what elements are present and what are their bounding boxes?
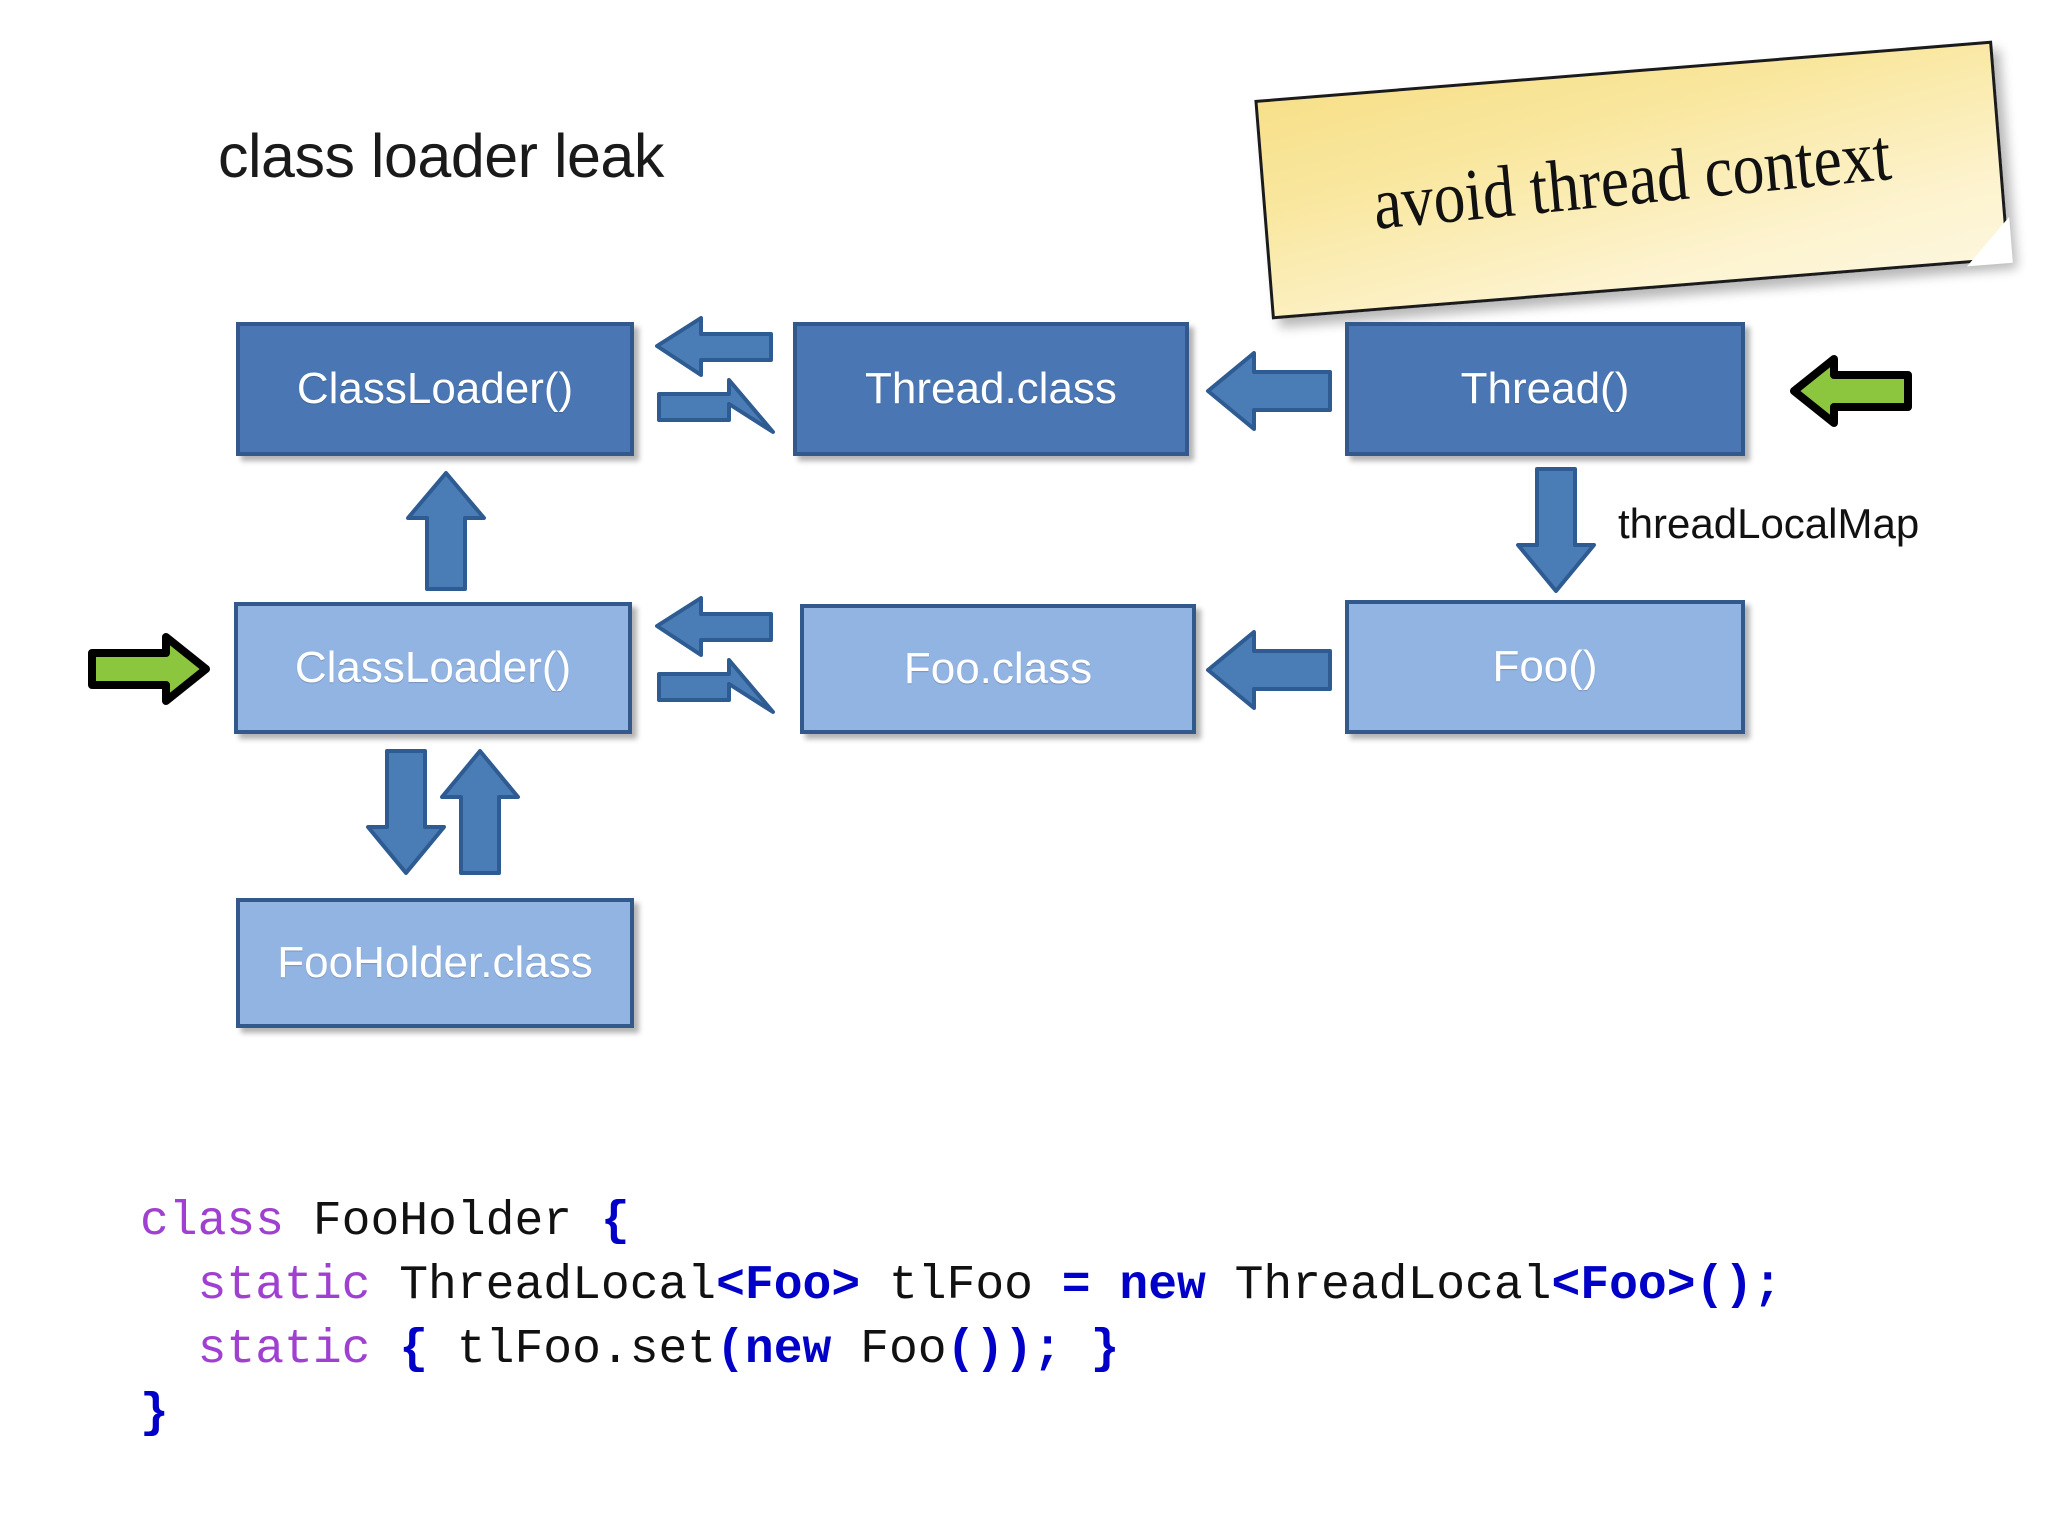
box-label: Thread() — [1460, 364, 1630, 413]
box-foo-class[interactable]: Foo.class — [800, 604, 1196, 734]
box-fooholder-class[interactable]: FooHolder.class — [236, 898, 634, 1028]
arrow-classloader-bottom-to-top — [400, 470, 492, 592]
code-token: ()); } — [946, 1323, 1120, 1377]
box-label: ClassLoader() — [294, 643, 572, 692]
sticky-note-fold-icon — [1963, 216, 2013, 267]
label-threadlocalmap: threadLocalMap — [1618, 500, 1919, 548]
code-token: tlFoo — [860, 1259, 1062, 1313]
arrow-thread-to-thread-class — [1205, 345, 1333, 437]
code-line: class FooHolder { — [140, 1190, 1782, 1254]
code-token: { — [600, 1195, 630, 1249]
code-token: ThreadLocal — [1234, 1259, 1552, 1313]
code-token: <Foo> — [716, 1259, 861, 1313]
code-token: FooHolder — [312, 1195, 601, 1249]
box-label: ClassLoader() — [296, 364, 574, 413]
box-thread-instance[interactable]: Thread() — [1345, 322, 1745, 456]
code-token: static — [140, 1323, 400, 1377]
arrow-classloader-to-fooholder-down — [360, 748, 452, 876]
box-classloader-top[interactable]: ClassLoader() — [236, 322, 634, 456]
code-token: (new — [716, 1323, 832, 1377]
box-thread-class[interactable]: Thread.class — [793, 322, 1189, 456]
code-token: } — [140, 1387, 169, 1441]
code-line: } — [140, 1382, 1782, 1446]
box-label: Foo.class — [903, 644, 1093, 693]
code-token: static — [140, 1259, 400, 1313]
box-label: Thread.class — [865, 364, 1117, 413]
code-token: class — [140, 1195, 313, 1249]
arrow-foo-to-foo-class — [1205, 624, 1333, 716]
arrow-fooholder-to-classloader-up — [434, 748, 526, 876]
box-label: Foo() — [1492, 642, 1598, 691]
arrow-thread-to-foo-down — [1510, 466, 1602, 594]
code-token: <Foo>(); — [1551, 1259, 1782, 1313]
code-token: = — [1061, 1259, 1120, 1313]
arrow-classloader-bottom-to-foo-class — [655, 592, 775, 742]
arrow-classloader-top-to-thread-class — [655, 312, 775, 462]
code-token: { — [399, 1323, 429, 1377]
code-token: ThreadLocal — [399, 1259, 717, 1313]
box-label: FooHolder.class — [277, 938, 593, 987]
code-token: tlFoo.set — [428, 1323, 717, 1377]
arrow-green-into-classloader — [88, 630, 210, 708]
page-title: class loader leak — [218, 122, 664, 190]
arrow-green-into-thread — [1790, 352, 1912, 430]
code-line: static ThreadLocal<Foo> tlFoo = new Thre… — [140, 1254, 1782, 1318]
box-classloader-bottom[interactable]: ClassLoader() — [234, 602, 632, 734]
code-line: static { tlFoo.set(new Foo()); } — [140, 1318, 1782, 1382]
box-foo-instance[interactable]: Foo() — [1345, 600, 1745, 734]
code-block: class FooHolder { static ThreadLocal<Foo… — [140, 1190, 1782, 1446]
code-token: Foo — [831, 1323, 947, 1377]
sticky-note: avoid thread context — [1254, 40, 2013, 320]
sticky-note-text: avoid thread context — [1369, 113, 1895, 246]
label-text: threadLocalMap — [1618, 500, 1920, 547]
code-token: new — [1119, 1259, 1235, 1313]
